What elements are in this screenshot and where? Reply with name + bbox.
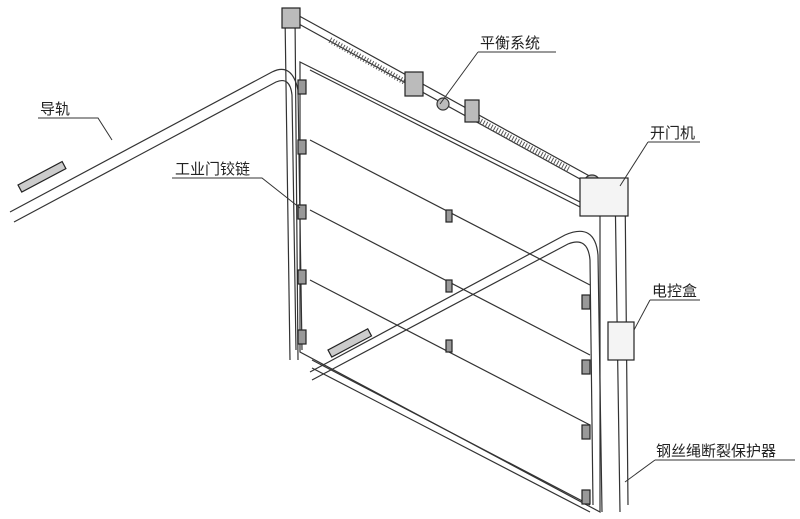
label-hinge: 工业门铰链 <box>175 160 251 178</box>
balance-shaft <box>281 7 605 192</box>
label-cable-break-protector: 钢丝绳断裂保护器 <box>656 442 777 460</box>
door-panel <box>284 14 629 513</box>
opener-unit <box>579 177 629 217</box>
leader-lines <box>38 51 795 483</box>
label-track: 导轨 <box>40 100 71 118</box>
control-box-unit <box>607 321 635 361</box>
label-control-box: 电控盒 <box>652 282 698 300</box>
label-balance-system: 平衡系统 <box>480 34 541 52</box>
label-opener: 开门机 <box>650 124 696 142</box>
hinges <box>297 79 591 505</box>
right-track <box>309 230 603 513</box>
